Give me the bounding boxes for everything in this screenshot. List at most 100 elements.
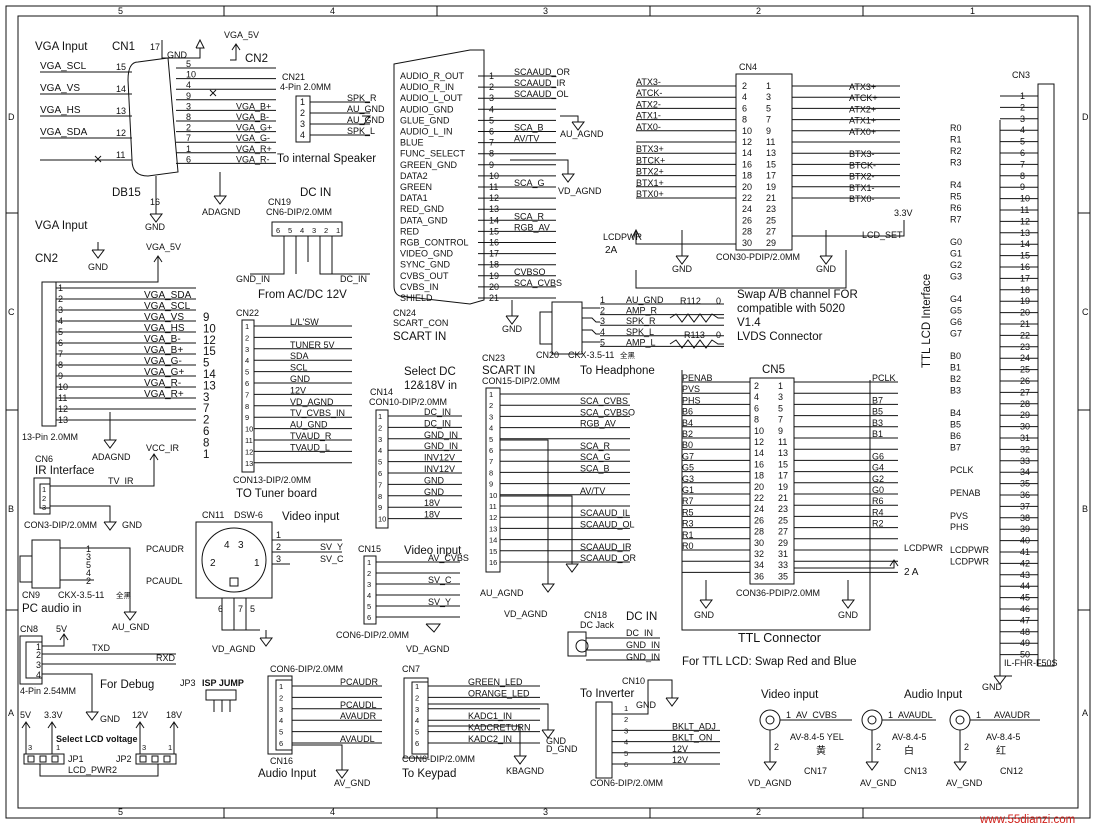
cn1-right-net: VGA_B-: [236, 112, 269, 122]
border-col-2-bottom: 2: [756, 807, 761, 817]
r113-val: 0: [716, 330, 721, 340]
cn23-net: SCA_G: [580, 452, 611, 462]
cn2-pin: 2: [58, 294, 63, 304]
cn24-signal: GREEN: [400, 182, 432, 192]
cn1-right-pin: 3: [186, 101, 191, 111]
cn24-net: SCAAUD_OR: [514, 67, 571, 77]
cn7-net: KADC1_IN: [468, 711, 512, 721]
cn7-part: CON6-DIP/2.0MM: [402, 754, 475, 764]
cn6-pin: 3: [42, 503, 46, 512]
cn21-net: SPK_R: [347, 93, 377, 103]
cn21-pin: 2: [300, 108, 305, 118]
cn7-note: To Keypad: [402, 768, 456, 780]
cn16-ref: CN16: [270, 756, 293, 766]
border-row-d: D: [8, 112, 15, 122]
cn22-net: L/L'SW: [290, 317, 319, 327]
cn3-net: LCDPWR: [950, 545, 990, 555]
cn7-pin: 2: [415, 693, 419, 702]
cn5-pin-odd: 9: [778, 426, 783, 436]
cn24-signal: DATA_GND: [400, 215, 448, 225]
cn4-right-net: ATX1+: [849, 116, 876, 126]
cn24-pin: 11: [489, 182, 498, 192]
cn2-pin: 1: [58, 283, 63, 293]
cn3-pin: 14: [1020, 239, 1030, 249]
cn2-pin: 7: [58, 349, 63, 359]
cn8-gnd: GND: [100, 714, 121, 724]
cn22-outer-pin: 13: [203, 380, 216, 392]
cn12-net: AVAUDR: [994, 710, 1031, 720]
cn3-pin: 31: [1020, 433, 1030, 443]
cn3-pin: 19: [1020, 296, 1030, 306]
cn4-right-net: BTX1-: [849, 183, 875, 193]
cn3-pin: 25: [1020, 365, 1030, 375]
cn3-pin: 49: [1020, 638, 1030, 648]
jp3-title: ISP JUMP: [202, 678, 244, 688]
cn24-signal: AUDIO_L_OUT: [400, 93, 463, 103]
cn22-outer-pin: 1: [203, 449, 209, 461]
cn3-pin: 35: [1020, 479, 1030, 489]
cn22-outer-pin: 6: [203, 426, 209, 438]
cn22-pin: 11: [245, 436, 253, 445]
cn3-net: B4: [950, 408, 961, 418]
cn2-ref-top: CN2: [245, 53, 268, 65]
cn2-net: VGA_SCL: [144, 301, 191, 312]
cn21-net: SPK_L: [347, 126, 375, 136]
cn5-left-net: G3: [682, 474, 694, 484]
jp-title: Select LCD voltage: [56, 734, 138, 744]
cn13-part: AV-8.4-5: [892, 732, 926, 742]
cn1-part: DB15: [112, 187, 141, 199]
cn2-net: VGA_R-: [144, 378, 181, 389]
cn22-outer-pin: 7: [203, 403, 209, 415]
cn2-pin: 13: [58, 415, 68, 425]
cn5-right-net: R4: [872, 507, 884, 517]
cn10-pin: 1: [624, 704, 628, 713]
cn1-right-net: VGA_G+: [236, 123, 272, 133]
cn3-pin: 11: [1020, 205, 1029, 215]
cn5-pin-odd: 17: [778, 471, 788, 481]
cn2-ref: CN2: [35, 253, 58, 265]
cn15-pin: 6: [367, 613, 371, 622]
cn23-pin: 8: [489, 468, 493, 477]
cn16-net: AVAUDR: [340, 711, 377, 721]
cn24-net: SCA_B: [514, 123, 544, 133]
cn14-pin: 1: [378, 412, 382, 421]
cn4-left-net: ATX0-: [636, 122, 661, 132]
cn1-vga5v: VGA_5V: [224, 30, 259, 40]
cn15-pin: 3: [367, 580, 371, 589]
cn23-pin: 14: [489, 536, 497, 545]
cn2-pin: 5: [58, 327, 63, 337]
cn4-note2: compatible with 5020: [737, 303, 845, 315]
cn10-inverter: CN10 To Inverter CON6-DIP/2.0MM GND: [580, 676, 679, 788]
cn20-net: AU_GND: [626, 295, 664, 305]
cn24-signal: FUNC_SELECT: [400, 149, 466, 159]
border-col-4-bottom: 4: [330, 807, 335, 817]
cn18-part: DC Jack: [580, 620, 615, 630]
cn17-ref: CN17: [804, 766, 827, 776]
cn16-gnd: AV_GND: [334, 778, 371, 788]
cn2-title: VGA Input: [35, 220, 88, 232]
cn2-net: VGA_R+: [144, 389, 184, 400]
cn7-kbagnd: KBAGND: [506, 766, 545, 776]
cn3-pin: 9: [1020, 182, 1025, 192]
cn23-au-agnd: AU_AGND: [480, 588, 524, 598]
cn2-net: VGA_G-: [144, 356, 182, 367]
cn14-net: GND_IN: [424, 441, 458, 451]
cn23-pin: 9: [489, 480, 493, 489]
cn3-pin: 24: [1020, 353, 1030, 363]
cn24-net: RGB_AV: [514, 222, 550, 232]
cn22-outer-pin: 10: [203, 323, 216, 335]
cn4-pin-even: 4: [742, 92, 747, 102]
cn24-signal: AUDIO_R_OUT: [400, 71, 465, 81]
cn4-left-net: ATX3-: [636, 77, 661, 87]
cn23-net: SCAAUD_OL: [580, 519, 635, 529]
cn3-pin: 45: [1020, 593, 1030, 603]
cn1-right-pin: 1: [186, 144, 191, 154]
cn11-svideo: CN11 DSW-6 Video input 4 3 2 1 1 2 3 SV_…: [195, 510, 344, 654]
cn1-right-net: VGA_G-: [236, 133, 270, 143]
cn1-left-net: VGA_SDA: [40, 127, 88, 138]
cn7-pin: 3: [415, 705, 419, 714]
cn3-pin: 26: [1020, 376, 1030, 386]
cn20-net: AMP_L: [626, 337, 656, 347]
cn18-dc-jack: CN18 DC IN DC Jack DC_IN GND_IN GND_IN: [567, 610, 660, 662]
cn21-net: AU_GND: [347, 104, 385, 114]
